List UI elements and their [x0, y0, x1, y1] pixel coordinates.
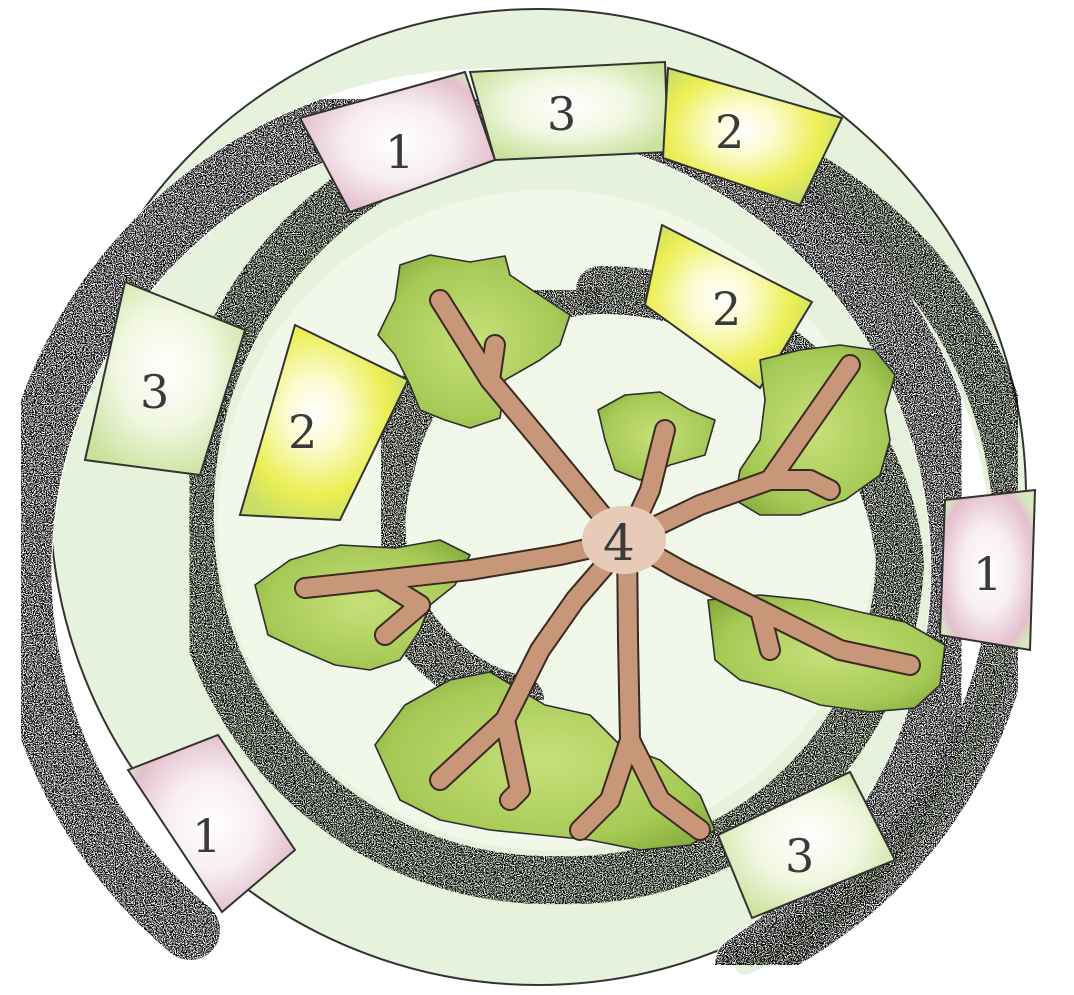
bed-label: 3: [140, 365, 169, 419]
bed-label: 2: [288, 405, 317, 459]
bed-label: 1: [192, 809, 221, 863]
bed-label: 2: [715, 105, 744, 159]
bed-label: 1: [385, 125, 414, 179]
bed-3-top: 3: [470, 62, 668, 160]
bed-label: 1: [973, 547, 1002, 601]
bed-1-right: 1: [940, 490, 1035, 650]
bed-label: 3: [547, 87, 576, 141]
tree-label: 4: [603, 514, 635, 572]
bed-label: 2: [712, 282, 741, 336]
bed-label: 3: [785, 829, 814, 883]
